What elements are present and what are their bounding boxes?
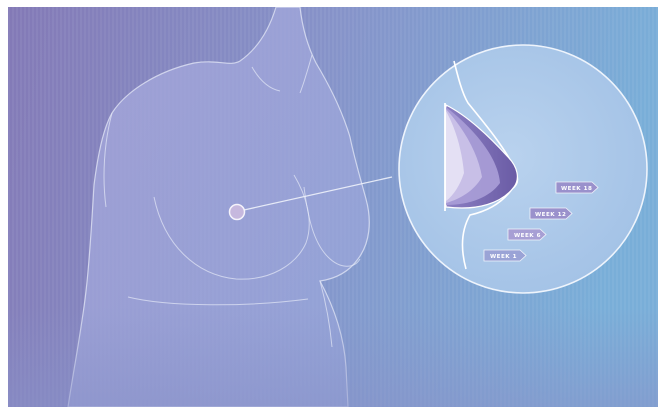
tag-week-18-label: WEEK 18 <box>561 186 592 192</box>
tag-week-12-label: WEEK 12 <box>535 212 566 218</box>
tag-week-12: WEEK 12 <box>530 208 572 219</box>
tag-week-6-label: WEEK 6 <box>514 233 541 239</box>
bottom-fade <box>8 307 658 407</box>
tag-week-18: WEEK 18 <box>556 182 598 193</box>
tag-week-1: WEEK 1 <box>484 250 526 261</box>
tag-week-6: WEEK 6 <box>508 229 546 240</box>
tag-week-1-label: WEEK 1 <box>490 254 517 260</box>
breast-expansion-illustration: WEEK 18 WEEK 12 WEEK 6 WEEK 1 <box>8 7 658 407</box>
target-marker <box>230 205 245 220</box>
